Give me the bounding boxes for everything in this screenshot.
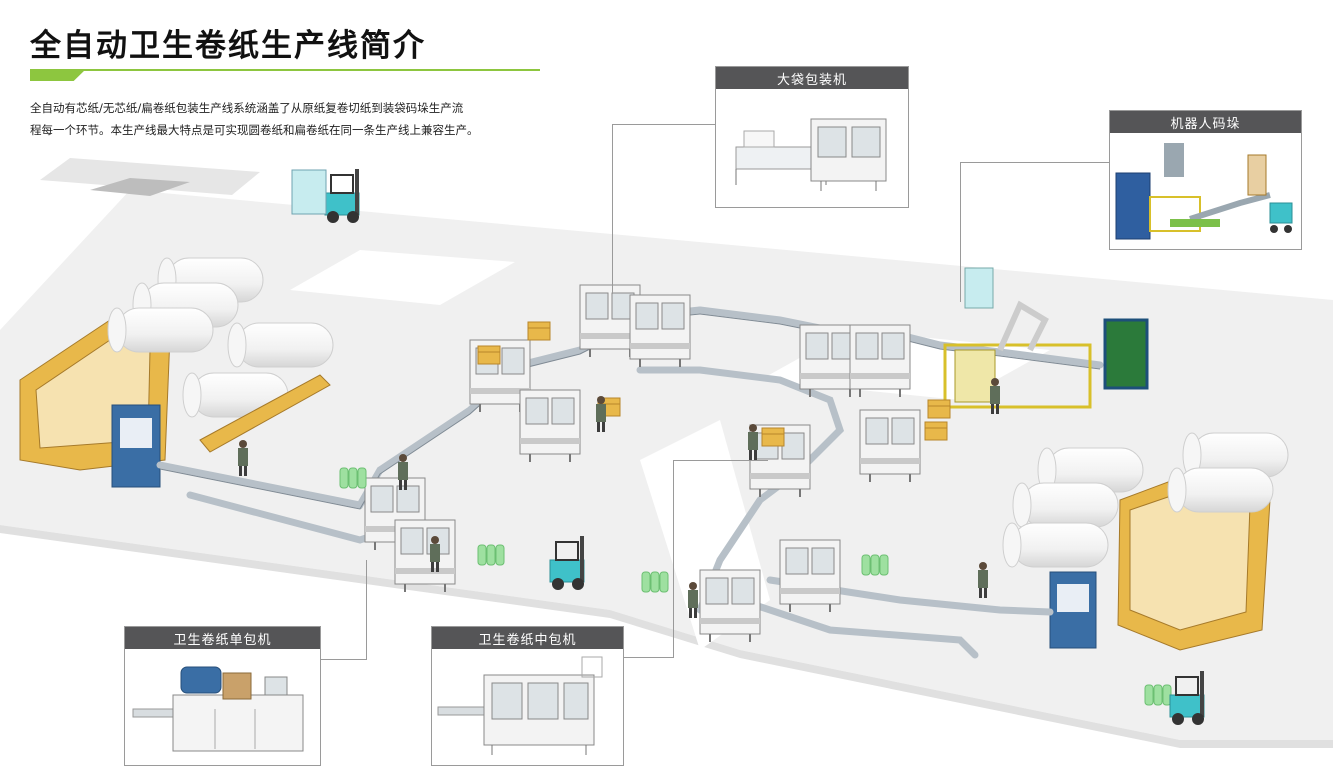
right-unwind-area	[1002, 432, 1289, 651]
leader-robot-v	[960, 162, 961, 302]
single-packer-image	[132, 666, 304, 752]
leader-middle-h	[622, 657, 674, 658]
intro-line-1: 全自动有芯纸/无芯纸/扁卷纸包装生产线系统涵盖了从原纸复卷切纸到装袋码垛生产流	[30, 101, 464, 115]
leader-middle-top	[673, 460, 768, 461]
leader-single	[366, 560, 367, 660]
callout-single-packer: 卫生卷纸单包机	[124, 626, 321, 766]
leader-robot	[960, 162, 1110, 163]
callout-middle-title: 卫生卷纸中包机	[432, 627, 623, 649]
intro-line-2: 程每一个环节。本生产线最大特点是可实现圆卷纸和扁卷纸在同一条生产线上兼容生产。	[30, 123, 479, 137]
robot-palletizer-image	[1115, 143, 1293, 240]
title-underline	[30, 69, 540, 71]
page-title: 全自动卫生卷纸生产线简介	[30, 28, 426, 64]
leader-big-bag	[612, 124, 715, 125]
leader-big-bag-v	[612, 124, 613, 294]
middle-packer-image	[437, 656, 603, 755]
callout-big-bag-title: 大袋包装机	[716, 67, 908, 89]
title-accent-tab	[30, 69, 86, 81]
big-bag-packer-image	[735, 118, 887, 191]
callout-robot-palletizer: 机器人码垛	[1109, 110, 1302, 250]
leader-middle	[673, 460, 674, 658]
callout-single-title: 卫生卷纸单包机	[125, 627, 320, 649]
intro-text: 全自动有芯纸/无芯纸/扁卷纸包装生产线系统涵盖了从原纸复卷切纸到装袋码垛生产流 …	[30, 97, 575, 141]
callout-big-bag-packer: 大袋包装机	[715, 66, 909, 208]
left-unwind-area	[19, 257, 334, 488]
leader-single-h	[320, 659, 367, 660]
callout-robot-title: 机器人码垛	[1110, 111, 1301, 133]
callout-middle-packer: 卫生卷纸中包机	[431, 626, 624, 766]
robot-cell	[943, 267, 1149, 409]
